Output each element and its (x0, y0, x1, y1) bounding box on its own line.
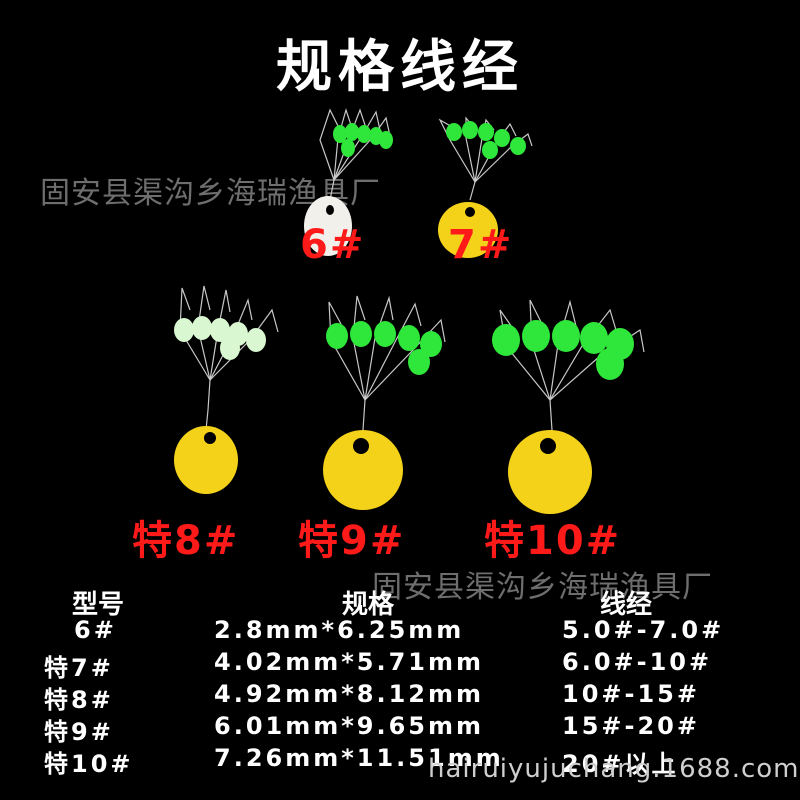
bead (246, 328, 266, 352)
bead (369, 127, 383, 145)
bead (420, 331, 442, 357)
row-model: 特9# (44, 718, 114, 746)
bead (374, 321, 396, 347)
bead (345, 123, 359, 141)
bead (210, 318, 230, 342)
product-label-9: 特9# (298, 518, 406, 564)
row-line: 10#-15# (562, 680, 700, 708)
bead (326, 323, 348, 349)
bead-cluster (333, 123, 393, 157)
bead (596, 348, 624, 380)
row-model: 特10# (44, 750, 134, 778)
bead (341, 139, 355, 157)
row-line: 6.0#-10# (562, 648, 713, 676)
row-spec: 6.01mm*9.65mm (214, 712, 485, 740)
bead (174, 318, 194, 342)
bead (552, 320, 580, 352)
bead (462, 121, 478, 139)
row-spec: 4.92mm*8.12mm (214, 680, 485, 708)
sinker (174, 426, 238, 494)
header-model: 型号 (72, 590, 125, 620)
row-line: 20#以上 (562, 750, 679, 778)
bead (446, 123, 462, 141)
bead (192, 316, 212, 340)
bead (510, 137, 526, 155)
bead (228, 322, 248, 346)
bead (580, 322, 608, 354)
bead (408, 349, 430, 375)
product-label-7: 7# (448, 222, 514, 268)
bead (482, 141, 498, 159)
watermark-top: 固安县渠沟乡海瑞渔具厂 (40, 176, 381, 211)
bead (333, 125, 347, 143)
page-title: 规格线经 (276, 35, 524, 100)
bead (350, 321, 372, 347)
bead (522, 320, 550, 352)
row-model: 特7# (44, 654, 114, 682)
header-spec: 规格 (342, 590, 395, 620)
website-watermark: hairuiyujuchang.1688.com (428, 754, 800, 784)
bead (606, 328, 634, 360)
bead (492, 324, 520, 356)
product-label-8: 特8# (132, 518, 240, 564)
product-10-image (492, 299, 645, 514)
row-line: 5.0#-7.0# (562, 616, 725, 644)
bead (220, 336, 240, 360)
watermark-bottom: 固安县渠沟乡海瑞渔具厂 (372, 570, 713, 605)
bead (494, 129, 510, 147)
row-model: 6# (74, 616, 117, 644)
row-spec: 2.8mm*6.25mm (214, 616, 465, 644)
bead (478, 123, 494, 141)
product-label-6: 6# (300, 222, 366, 268)
sinker (323, 430, 403, 510)
bead (357, 125, 371, 143)
sinker (508, 430, 592, 514)
bead (379, 131, 393, 149)
product-label-10: 特10# (484, 518, 622, 564)
product-8-image (174, 285, 279, 494)
bead (398, 325, 420, 351)
product-9-image (323, 295, 446, 510)
row-spec: 4.02mm*5.71mm (214, 648, 485, 676)
row-model: 特8# (44, 686, 114, 714)
row-line: 15#-20# (562, 712, 700, 740)
row-spec: 7.26mm*11.51mm (214, 744, 504, 772)
header-line: 线经 (600, 590, 653, 620)
